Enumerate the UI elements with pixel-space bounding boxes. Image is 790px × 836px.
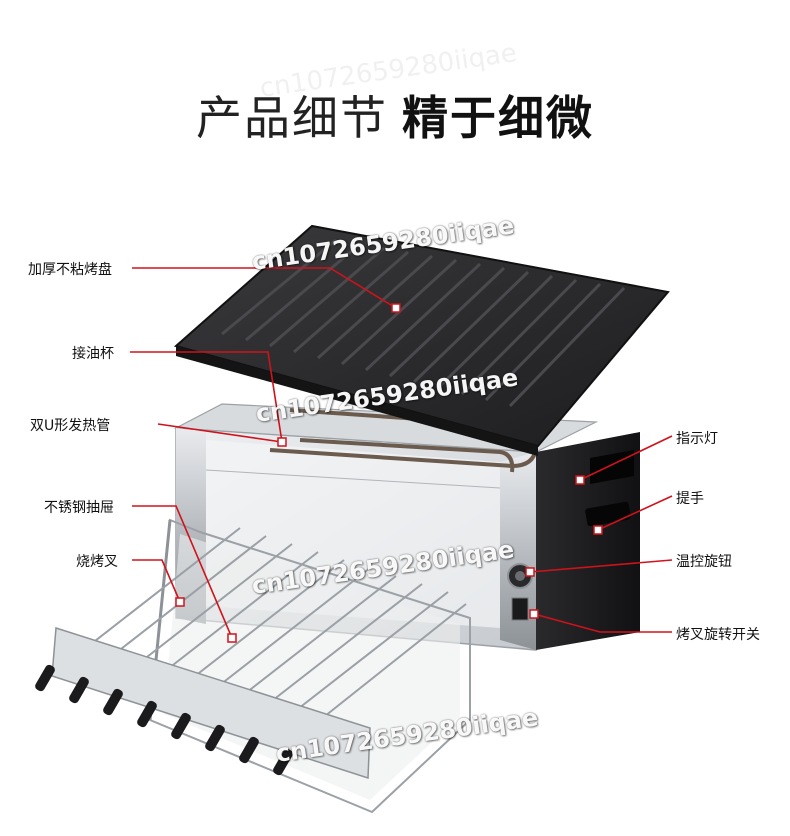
callout-double-u-heater: 双U形发热管 — [30, 418, 111, 434]
callout-steel-drawer: 不锈钢抽屉 — [44, 500, 114, 516]
page-heading: 产品细节精于细微 — [0, 82, 790, 148]
callout-skewers: 烧烤叉 — [76, 554, 118, 570]
control-panel — [500, 432, 640, 650]
callout-indicator-light: 指示灯 — [676, 431, 718, 447]
grill-plate — [173, 224, 670, 456]
callout-temperature-knob: 温控旋钮 — [676, 554, 732, 570]
callout-handle: 提手 — [676, 491, 704, 507]
callout-rotation-switch: 烤叉旋转开关 — [676, 627, 760, 643]
leader-lines — [130, 267, 673, 639]
skewer-rail — [35, 626, 371, 780]
skewers — [85, 527, 467, 721]
heading-bold: 精于细微 — [402, 91, 594, 145]
callout-oil-cup: 接油杯 — [72, 346, 114, 362]
heading-light: 产品细节 — [196, 91, 388, 145]
leader-dots — [175, 303, 603, 643]
callout-thick-nonstick-tray: 加厚不粘烤盘 — [28, 262, 112, 278]
